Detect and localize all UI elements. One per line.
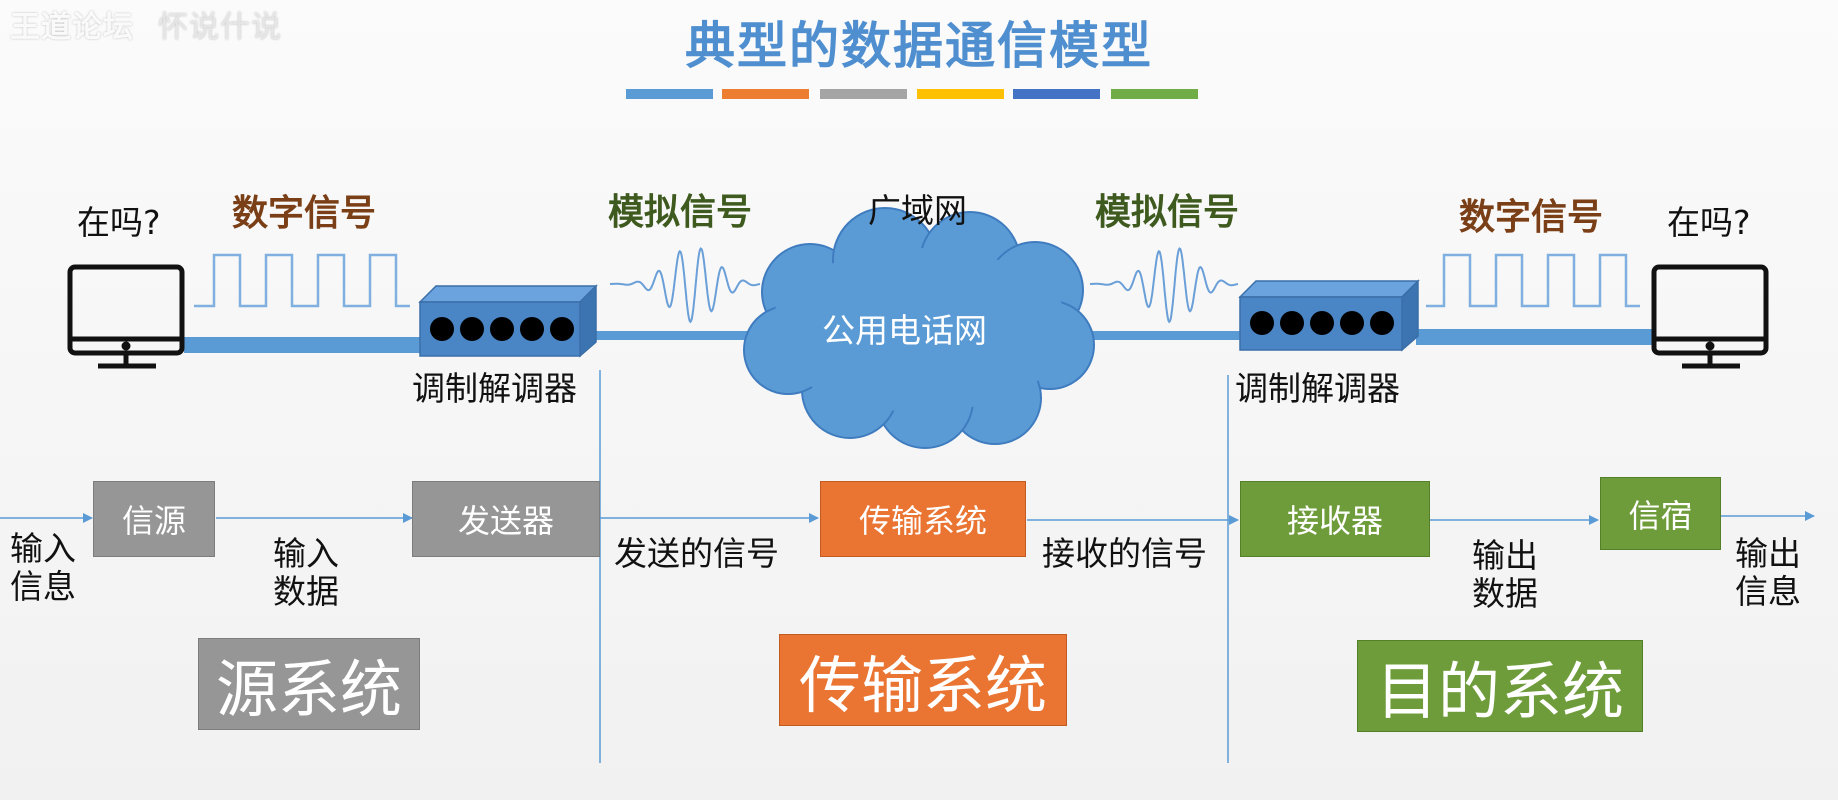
destination-box: 信宿: [1600, 477, 1721, 550]
public-phone-network-cloud: [743, 207, 1095, 449]
output-info-label: 输出 信息: [1735, 534, 1801, 611]
left-question-label: 在吗?: [77, 203, 161, 242]
right-computer-icon: [1651, 264, 1769, 369]
right-analog-wave: [1090, 247, 1239, 324]
right-question-label: 在吗?: [1667, 203, 1751, 242]
transmission-system-big-box: 传输系统: [779, 634, 1067, 726]
right-digital-signal-label: 数字信号: [1459, 197, 1604, 238]
link-left-modem-cloud: [590, 331, 760, 340]
watermark-faint: 怀说什说: [158, 10, 282, 45]
cloud-label: 公用电话网: [822, 311, 987, 350]
received-signal-label: 接收的信号: [1042, 534, 1207, 573]
source-box: 信源: [93, 481, 215, 557]
transmitter-box: 发送器: [412, 481, 600, 557]
flow-arrows: [0, 511, 1815, 525]
input-info-label: 输入 信息: [10, 529, 76, 606]
output-data-label: 输出 数据: [1472, 536, 1538, 613]
stripe-yellow: [917, 89, 1004, 99]
transmission-system-box: 传输系统: [820, 481, 1026, 557]
link-right-modem-pc: [1416, 329, 1656, 345]
link-cloud-right-modem: [1090, 331, 1240, 340]
title-color-stripes: [626, 89, 1198, 99]
stripe-orange: [722, 89, 809, 99]
receiver-box: 接收器: [1240, 481, 1430, 557]
wan-label: 广域网: [868, 191, 967, 230]
stripe-darkblue: [1013, 89, 1100, 99]
stripe-blue: [626, 89, 713, 99]
stripe-gray: [820, 89, 907, 99]
link-left-pc-modem: [184, 337, 420, 353]
left-analog-signal-label: 模拟信号: [608, 192, 753, 233]
right-digital-wave: [1426, 253, 1640, 308]
page-title: 典型的数据通信模型: [685, 17, 1153, 75]
left-computer-icon: [67, 264, 185, 369]
source-system-box: 源系统: [198, 638, 420, 730]
right-modem-icon: [1238, 279, 1420, 352]
destination-system-box: 目的系统: [1357, 640, 1643, 732]
right-analog-signal-label: 模拟信号: [1095, 192, 1240, 233]
input-data-label: 输入 数据: [273, 534, 339, 611]
left-analog-wave: [610, 247, 761, 324]
left-digital-signal-label: 数字信号: [232, 193, 377, 234]
right-modem-label: 调制解调器: [1235, 369, 1400, 408]
watermark-brand: 王道论坛: [10, 10, 134, 45]
left-modem-label: 调制解调器: [412, 369, 577, 408]
left-digital-wave: [194, 253, 410, 308]
stripe-green: [1111, 89, 1198, 99]
watermark-logo: 王道论坛怀说什说: [10, 2, 282, 46]
left-modem-icon: [418, 284, 598, 358]
sent-signal-label: 发送的信号: [614, 534, 779, 573]
